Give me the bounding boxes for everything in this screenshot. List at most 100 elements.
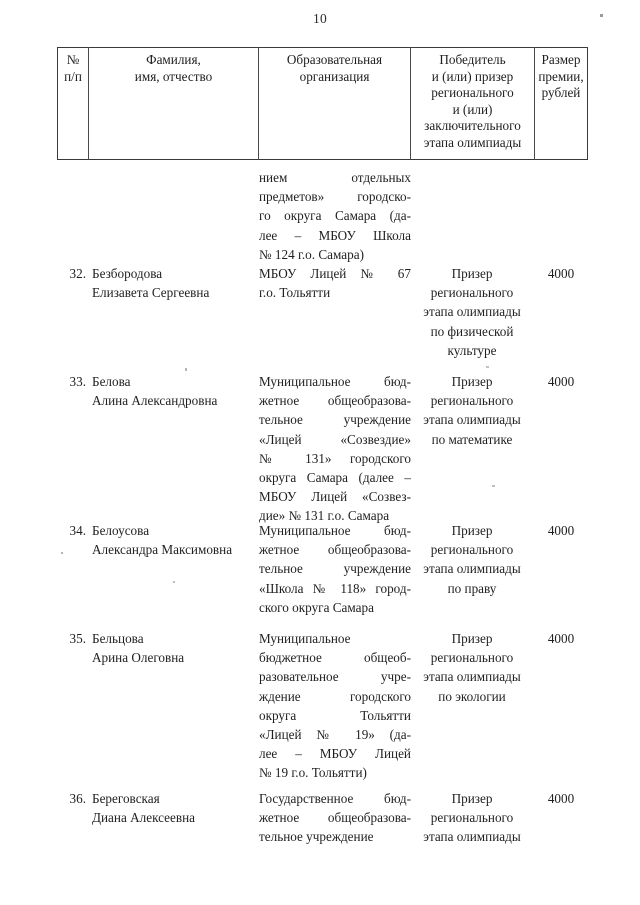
text-line: предметов» городско- <box>259 189 411 205</box>
header-line: этапа олимпиады <box>423 134 522 150</box>
header-line: и (или) призер <box>431 68 514 84</box>
text-line: Призер <box>451 266 493 281</box>
text-line: тельное учреждение <box>259 829 374 845</box>
text-line: этапа олимпиады <box>423 669 521 685</box>
text-line: этапа олимпиады <box>423 561 521 577</box>
row-number: 33. <box>69 374 86 389</box>
text-line: «Лицей «Созвездие» <box>259 431 411 447</box>
text-line: «Школа № 118» город- <box>259 580 411 596</box>
scan-artifact-speck <box>486 366 489 368</box>
header-line: Победитель <box>439 52 506 67</box>
text-line: регионального <box>430 810 514 826</box>
text-line: по праву <box>447 580 497 596</box>
text-line: Призер <box>451 374 493 389</box>
header-line: рублей <box>541 85 581 101</box>
prize-amount: 4000 <box>547 791 575 806</box>
text-line: Диана Алексеевна <box>92 810 196 826</box>
header-line: Фамилия, <box>146 52 201 67</box>
text-line: Белоусова <box>92 523 150 538</box>
scan-artifact-speck <box>185 368 187 371</box>
header-line: имя, отчество <box>134 68 213 84</box>
table-column-divider <box>88 47 89 160</box>
educational-organization: Государственное бюд-жетное общеобразова-… <box>259 789 411 847</box>
text-line: по физической <box>430 323 514 339</box>
table-header-award: Победитель и (или) призер регионального … <box>411 52 534 152</box>
text-line: регионального <box>430 393 514 409</box>
text-line: Муниципальное <box>259 631 351 646</box>
text-line: «Лицей № 19» (да- <box>259 727 411 743</box>
text-line: Государственное бюд- <box>259 791 411 806</box>
row-number: 32. <box>69 266 86 281</box>
scan-artifact-speck <box>600 14 603 17</box>
text-line: ского округа Самара <box>259 599 374 615</box>
text-line: Бельцова <box>92 631 144 646</box>
text-line: разовательное учре- <box>259 669 411 685</box>
text-line: регионального <box>430 542 514 558</box>
text-line: регионального <box>430 285 514 301</box>
scan-artifact-speck <box>61 552 63 554</box>
text-line: Белова <box>92 374 131 389</box>
table-header-fullname: Фамилия, имя, отчество <box>89 52 258 85</box>
table-header-prize-amount: Размер премии, рублей <box>535 52 587 102</box>
header-line: заключительного <box>424 118 521 134</box>
header-line: организация <box>299 68 370 84</box>
row-number: 36. <box>69 791 86 806</box>
text-line: тельное учреждение <box>259 561 411 577</box>
table-column-divider <box>410 47 411 160</box>
prize-amount: 4000 <box>547 374 575 389</box>
text-line: МБОУ Лицей № 67 <box>259 266 411 281</box>
text-line: Береговская <box>92 791 160 806</box>
text-line: лее – МБОУ Школа <box>259 227 411 243</box>
page-number: 10 <box>312 11 328 26</box>
text-line: этапа олимпиады <box>423 304 521 320</box>
header-line: п/п <box>64 68 82 84</box>
text-line: № 124 г.о. Самара) <box>259 246 364 262</box>
text-line: Арина Олеговна <box>92 650 185 666</box>
text-line: Призер <box>451 523 493 538</box>
educational-organization: Муниципальное бюд-жетное общеобразова-те… <box>259 372 411 526</box>
text-line: регионального <box>430 650 514 666</box>
text-line: го округа Самара (да- <box>259 208 411 224</box>
text-line: жетное общеобразова- <box>259 542 411 558</box>
header-line: регионального <box>431 85 514 101</box>
text-line: культуре <box>447 342 497 358</box>
text-line: Елизавета Сергеевна <box>92 285 210 301</box>
text-line: ждение городского <box>259 688 411 704</box>
table-header-border <box>57 47 588 160</box>
text-line: Призер <box>451 631 493 646</box>
award-description: Призер регионального этапа олимпиады по физ… <box>410 264 534 360</box>
educational-organization: МБОУ Лицей № 67 г.о. Тольятти <box>259 264 411 302</box>
text-line: жетное общеобразова- <box>259 393 411 409</box>
text-line: тельное учреждение <box>259 412 411 428</box>
prize-amount: 4000 <box>547 266 575 281</box>
text-line: лее – МБОУ Лицей <box>259 746 411 762</box>
text-line: нием отдельных <box>259 170 411 185</box>
text-line: округа Тольятти <box>259 707 411 723</box>
text-line: по математике <box>431 431 513 447</box>
prize-amount: 4000 <box>547 523 575 538</box>
header-line: Размер <box>541 52 581 67</box>
text-line: г.о. Тольятти <box>259 285 331 301</box>
educational-organization: Муниципальное бюд-жетное общеобразова-те… <box>259 521 411 617</box>
text-line: Александра Максимовна <box>92 542 233 558</box>
text-line: дие» № 131 г.о. Самара <box>259 508 390 524</box>
table-column-divider <box>534 47 535 160</box>
table-column-divider <box>258 47 259 160</box>
header-line: и (или) <box>452 101 493 117</box>
text-line: Безбородова <box>92 266 163 281</box>
prize-amount: 4000 <box>547 631 575 646</box>
text-line: Алина Александровна <box>92 393 218 409</box>
award-description: Призер регионального этапа олимпиады по эко… <box>410 629 534 706</box>
text-line: МБОУ Лицей «Созвез- <box>259 489 411 505</box>
text-line: по экологии <box>438 688 506 704</box>
award-description: Призер регионального этапа олимпиады по пра… <box>410 521 534 598</box>
table-header-organization: Образовательная организация <box>259 52 410 85</box>
